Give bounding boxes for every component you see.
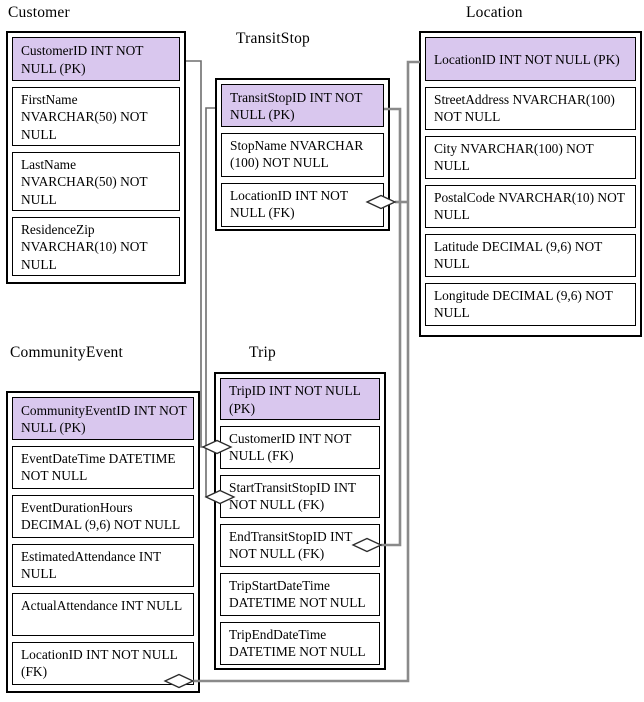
table-row-primary-key: TransitStopID INT NOT NULL (PK) (221, 84, 384, 127)
entity-title-trip: Trip (249, 344, 276, 361)
entity-title-customer: Customer (8, 4, 70, 21)
table-row: EstimatedAttendance INT NULL (12, 544, 194, 587)
entity-title-communityevent: CommunityEvent (10, 344, 124, 361)
table-row: Latitude DECIMAL (9,6) NOT NULL (425, 234, 636, 277)
entity-table-location: LocationID INT NOT NULL (PK) StreetAddres… (419, 31, 642, 337)
table-row-primary-key: CustomerID INT NOT NULL (PK) (12, 37, 180, 81)
entity-table-trip: TripID INT NOT NULL (PK) CustomerID INT N… (214, 372, 386, 670)
table-row: EndTransitStopID INT NOT NULL (FK) (220, 524, 380, 567)
entity-title-transitstop: TransitStop (236, 30, 310, 47)
table-row: ActualAttendance INT NULL (12, 593, 194, 636)
table-row: LocationID INT NOT NULL (FK) (12, 642, 194, 685)
table-row: TripEndDateTime DATETIME NOT NULL (220, 622, 380, 665)
table-row: FirstName NVARCHAR(50) NOT NULL (12, 87, 180, 146)
table-row: LastName NVARCHAR(50) NOT NULL (12, 152, 180, 211)
entity-table-transitstop: TransitStopID INT NOT NULL (PK) StopName … (215, 78, 390, 231)
table-row: StartTransitStopID INT NOT NULL (FK) (220, 475, 380, 518)
table-row-primary-key: LocationID INT NOT NULL (PK) (425, 37, 636, 81)
table-row: CustomerID INT NOT NULL (FK) (220, 426, 380, 469)
table-row-primary-key: CommunityEventID INT NOT NULL (PK) (12, 397, 194, 440)
table-row: PostalCode NVARCHAR(10) NOT NULL (425, 185, 636, 228)
table-row: StopName NVARCHAR (100) NOT NULL (221, 133, 384, 177)
table-row: LocationID INT NOT NULL (FK) (221, 183, 384, 227)
entity-table-customer: CustomerID INT NOT NULL (PK) FirstName NV… (6, 31, 186, 284)
table-row-primary-key: TripID INT NOT NULL (PK) (220, 378, 380, 420)
table-row: TripStartDateTime DATETIME NOT NULL (220, 573, 380, 616)
table-row: StreetAddress NVARCHAR(100) NOT NULL (425, 87, 636, 130)
table-row: EventDurationHours DECIMAL (9,6) NOT NUL… (12, 495, 194, 538)
table-row: ResidenceZip NVARCHAR(10) NOT NULL (12, 217, 180, 276)
table-row: City NVARCHAR(100) NOT NULL (425, 136, 636, 179)
connector-customer-to-trip (186, 60, 204, 448)
table-row: EventDateTime DATETIME NOT NULL (12, 446, 194, 489)
entity-title-location: Location (466, 4, 523, 21)
table-row: Longitude DECIMAL (9,6) NOT NULL (425, 283, 636, 326)
entity-table-communityevent: CommunityEventID INT NOT NULL (PK) EventD… (6, 391, 200, 693)
